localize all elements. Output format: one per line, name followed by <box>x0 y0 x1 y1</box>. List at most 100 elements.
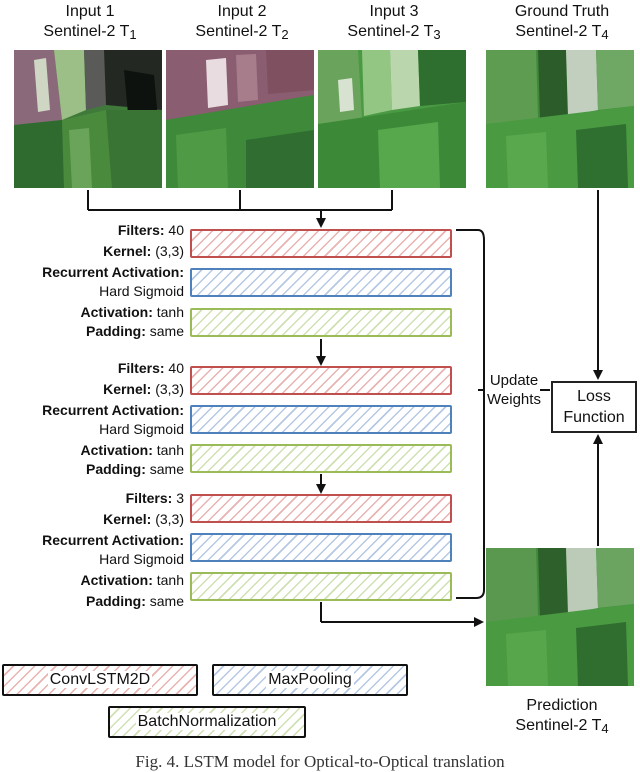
block-1-activation: Activation: tanh <box>81 304 184 321</box>
filters-key: Filters: <box>125 490 173 506</box>
padding-value: same <box>149 593 184 609</box>
prediction-time-index: 4 <box>601 721 609 736</box>
block-3-recurrent-activation-value: Hard Sigmoid <box>99 551 184 568</box>
block-2-activation: Activation: tanh <box>81 442 184 459</box>
ground-truth-time-index: 4 <box>601 27 609 42</box>
input-1-subtitle: Sentinel-2 T1 <box>10 22 170 45</box>
recurrent-activation-value: Hard Sigmoid <box>99 283 184 299</box>
block-2-maxpooling-layer <box>190 405 452 434</box>
activation-value: tanh <box>156 572 184 588</box>
recurrent-activation-key: Recurrent Activation: <box>42 532 184 548</box>
input-2-time-index: 2 <box>281 27 289 42</box>
block-3-recurrent-activation: Recurrent Activation: <box>42 532 184 549</box>
ground-truth-subtitle: Sentinel-2 T4 <box>482 22 640 45</box>
input-3-time-index: 3 <box>433 27 441 42</box>
legend-convlstm2d-label: ConvLSTM2D <box>47 671 153 688</box>
ground-truth-image <box>486 50 634 188</box>
legend-batchnormalization: BatchNormalization <box>108 706 306 738</box>
kernel-value: (3,3) <box>155 511 184 527</box>
activation-value: tanh <box>156 442 184 458</box>
padding-key: Padding: <box>85 323 146 339</box>
block-2-batchnorm-layer <box>190 444 452 473</box>
kernel-key: Kernel: <box>103 511 152 527</box>
block-2-filters: Filters: 40 <box>118 360 184 377</box>
prediction-title: Prediction <box>526 697 598 714</box>
block-2-convlstm2d-layer <box>190 366 452 395</box>
block-1-recurrent-activation-value: Hard Sigmoid <box>99 283 184 300</box>
prediction-label: Prediction Sentinel-2 T4 <box>482 696 640 739</box>
recurrent-activation-key: Recurrent Activation: <box>42 264 184 280</box>
legend-maxpooling: MaxPooling <box>212 664 408 696</box>
padding-key: Padding: <box>85 461 146 477</box>
loss-function-line-1: Loss <box>577 388 611 405</box>
input-2-title: Input 2 <box>217 3 267 20</box>
block-3-activation: Activation: tanh <box>81 572 184 589</box>
padding-key: Padding: <box>85 593 146 609</box>
prediction-sensor: Sentinel-2 T <box>515 717 602 734</box>
input-3-subtitle: Sentinel-2 T3 <box>314 22 474 45</box>
block-3-batchnorm-layer <box>190 572 452 601</box>
activation-value: tanh <box>156 304 184 320</box>
input-3-label: Input 3 Sentinel-2 T3 <box>314 2 474 45</box>
filters-key: Filters: <box>117 222 165 238</box>
legend-convlstm2d: ConvLSTM2D <box>2 664 198 696</box>
filters-value: 40 <box>168 360 184 376</box>
figure-caption: Fig. 4. LSTM model for Optical-to-Optica… <box>135 752 505 771</box>
input-3-title: Input 3 <box>369 3 419 20</box>
ground-truth-label: Ground Truth Sentinel-2 T4 <box>482 2 640 45</box>
block-3-kernel: Kernel: (3,3) <box>103 511 184 528</box>
ground-truth-sensor: Sentinel-2 T <box>515 23 602 40</box>
loss-function-box: Loss Function <box>551 381 637 433</box>
block-2-recurrent-activation-value: Hard Sigmoid <box>99 421 184 438</box>
input-2-label: Input 2 Sentinel-2 T2 <box>162 2 322 45</box>
input-1-image <box>14 50 162 188</box>
update-weights-line-1: Update <box>489 372 539 389</box>
block-1-padding: Padding: same <box>86 323 184 340</box>
prediction-subtitle: Sentinel-2 T4 <box>482 716 640 739</box>
activation-key: Activation: <box>80 442 153 458</box>
kernel-value: (3,3) <box>155 243 184 259</box>
input-1-title: Input 1 <box>65 3 115 20</box>
filters-value: 3 <box>176 490 184 506</box>
recurrent-activation-value: Hard Sigmoid <box>99 421 184 437</box>
recurrent-activation-key: Recurrent Activation: <box>42 402 184 418</box>
input-2-subtitle: Sentinel-2 T2 <box>162 22 322 45</box>
input-2-image <box>166 50 314 188</box>
block-1-convlstm2d-layer <box>190 229 452 258</box>
block-2-kernel: Kernel: (3,3) <box>103 381 184 398</box>
input-1-label: Input 1 Sentinel-2 T1 <box>10 2 170 45</box>
input-3-image <box>318 50 466 188</box>
activation-key: Activation: <box>80 572 153 588</box>
block-1-kernel: Kernel: (3,3) <box>103 243 184 260</box>
filters-value: 40 <box>168 222 184 238</box>
kernel-value: (3,3) <box>155 381 184 397</box>
block-1-maxpooling-layer <box>190 268 452 297</box>
padding-value: same <box>149 323 184 339</box>
legend-batchnormalization-label: BatchNormalization <box>135 713 279 730</box>
input-1-time-index: 1 <box>129 27 137 42</box>
ground-truth-title: Ground Truth <box>514 3 610 20</box>
block-2-padding: Padding: same <box>86 461 184 478</box>
input-1-sensor: Sentinel-2 T <box>43 23 130 40</box>
prediction-image <box>486 548 634 686</box>
input-3-sensor: Sentinel-2 T <box>347 23 434 40</box>
legend-maxpooling-label: MaxPooling <box>266 671 354 688</box>
update-weights-line-2: Weights <box>487 391 541 408</box>
block-1-batchnorm-layer <box>190 308 452 337</box>
input-2-sensor: Sentinel-2 T <box>195 23 282 40</box>
block-3-padding: Padding: same <box>86 593 184 610</box>
block-2-recurrent-activation: Recurrent Activation: <box>42 402 184 419</box>
block-3-maxpooling-layer <box>190 533 452 562</box>
activation-key: Activation: <box>80 304 153 320</box>
kernel-key: Kernel: <box>103 243 152 259</box>
recurrent-activation-value: Hard Sigmoid <box>99 551 184 567</box>
padding-value: same <box>149 461 184 477</box>
kernel-key: Kernel: <box>103 381 152 397</box>
block-1-filters: Filters: 40 <box>118 222 184 239</box>
block-3-convlstm2d-layer <box>190 494 452 523</box>
block-1-recurrent-activation: Recurrent Activation: <box>42 264 184 281</box>
block-3-filters: Filters: 3 <box>126 490 184 507</box>
filters-key: Filters: <box>117 360 165 376</box>
loss-function-line-2: Function <box>563 409 625 426</box>
update-weights-label: Update Weights <box>478 371 550 409</box>
